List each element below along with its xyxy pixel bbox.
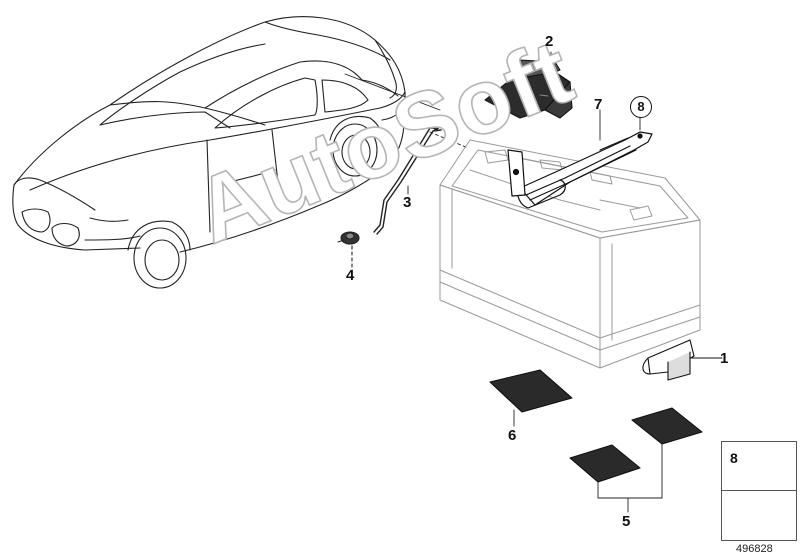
legend-part-number: 8 bbox=[730, 450, 738, 466]
part-6-pad bbox=[489, 369, 573, 427]
callout-1: 1 bbox=[720, 350, 729, 367]
callout-3: 3 bbox=[403, 194, 412, 211]
callout-7: 7 bbox=[594, 96, 603, 113]
part-4-nut bbox=[337, 231, 360, 273]
part-7-holddown bbox=[507, 131, 653, 209]
battery bbox=[439, 139, 701, 369]
callout-6: 6 bbox=[508, 427, 517, 444]
location-leader-line bbox=[344, 73, 441, 111]
part-1-support bbox=[642, 339, 723, 381]
part-3-rod bbox=[373, 123, 442, 235]
vehicle-outline bbox=[12, 16, 406, 289]
diagram-id: 496828 bbox=[736, 543, 773, 555]
part-2-bracket bbox=[484, 59, 573, 119]
callout-5: 5 bbox=[622, 513, 631, 530]
legend-box: 8 bbox=[721, 441, 797, 541]
callout-4: 4 bbox=[346, 267, 355, 284]
callout-2: 2 bbox=[545, 33, 554, 50]
legend-divider bbox=[722, 490, 796, 492]
part-5-pads bbox=[569, 407, 703, 513]
callout-8-circled: 8 bbox=[630, 96, 652, 118]
